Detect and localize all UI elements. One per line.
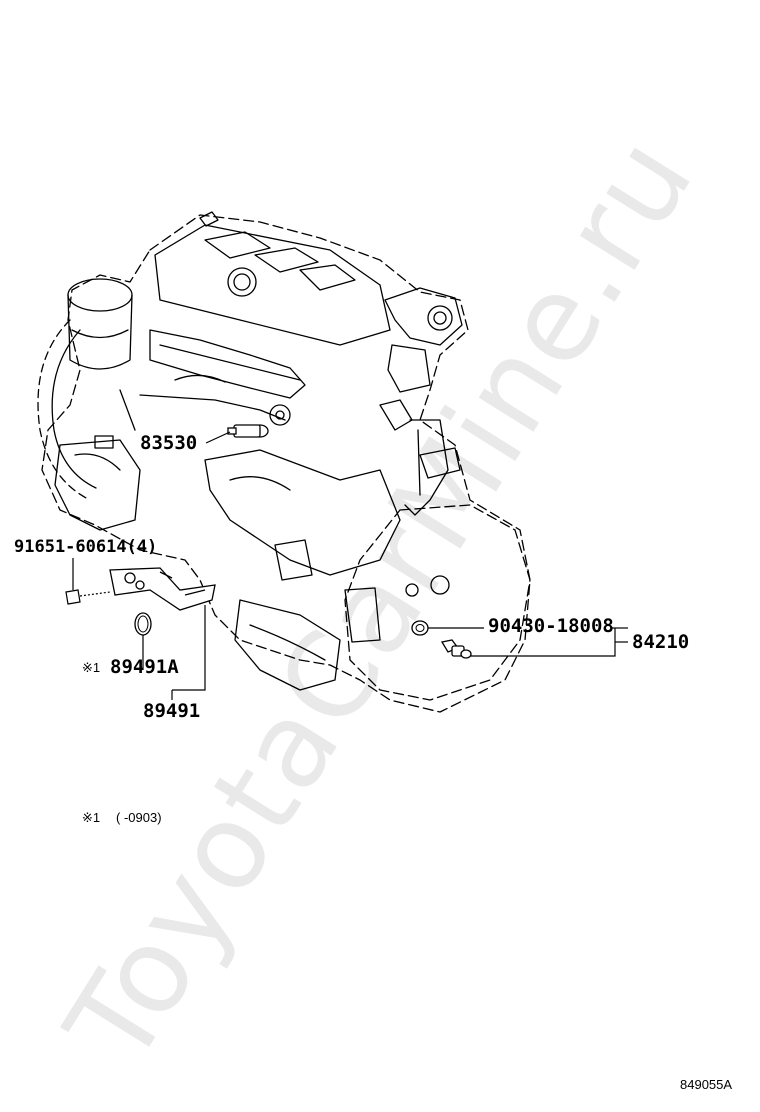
part-84210-switch [440, 639, 472, 659]
label-91651[interactable]: 91651-60614(4) [14, 537, 158, 557]
part-89491-bracket [109, 567, 216, 611]
part-90430-gasket [411, 620, 429, 636]
part-91651-bolt [65, 589, 111, 605]
footnote-range: ( -0903) [116, 810, 162, 825]
leader-84210 [470, 628, 616, 657]
engine-outline [41, 214, 531, 713]
label-90430[interactable]: 90430-18008 [488, 615, 614, 637]
thermostat-housing [384, 287, 463, 346]
part-83530-sensor [227, 424, 269, 438]
transmission [344, 504, 531, 701]
label-83530[interactable]: 83530 [140, 432, 198, 454]
leader-83530 [205, 431, 231, 444]
label-84210[interactable]: 84210 [632, 631, 690, 653]
valve-cover [154, 224, 391, 346]
footnote-mark: ※1 [82, 810, 101, 825]
figure-code: 849055A [680, 1077, 733, 1092]
label-89491A-prefix: ※1 [82, 660, 101, 675]
intake-pipe [149, 329, 306, 399]
label-89491A[interactable]: 89491A [110, 656, 179, 678]
label-89491[interactable]: 89491 [143, 700, 201, 722]
left-tank [67, 278, 133, 312]
